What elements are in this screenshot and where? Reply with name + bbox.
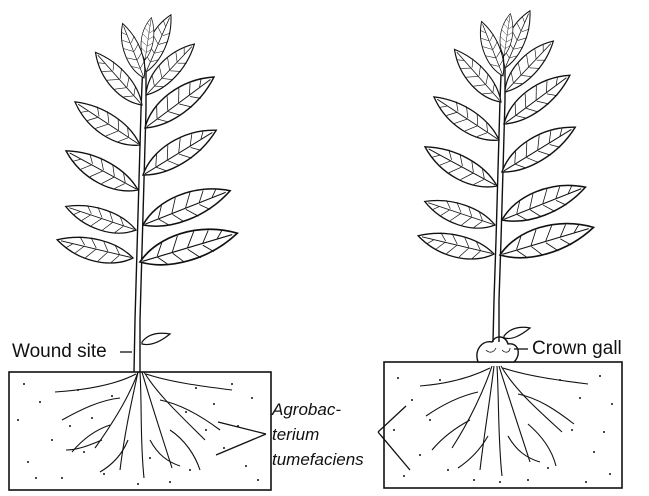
right-leaves <box>415 7 597 267</box>
left-leaves <box>54 11 241 273</box>
right-plant <box>378 7 622 488</box>
left-plant <box>9 11 271 490</box>
crown-gall <box>477 337 518 362</box>
wound-site-label: Wound site <box>12 342 107 361</box>
crown-gall-label: Crown gall <box>532 339 622 358</box>
bacterium-label-line2: terium <box>272 426 319 443</box>
bacterium-label-line3: tumefaciens <box>272 451 364 468</box>
bacterium-label-line1: Agrobac- <box>272 401 341 418</box>
right-soil-box <box>384 362 622 488</box>
left-stem <box>134 60 146 372</box>
